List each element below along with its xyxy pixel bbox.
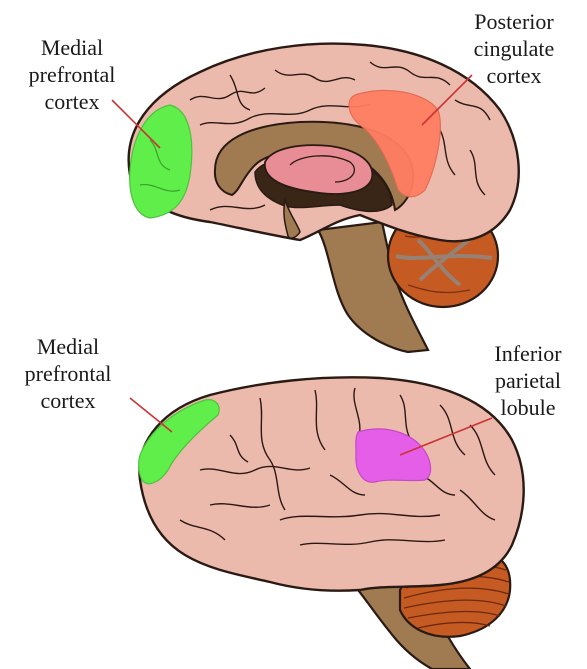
bottom-mpfc-label-line2: prefrontal: [8, 360, 128, 387]
lateral-brain-view: [130, 377, 524, 669]
medial-brain-view: [112, 44, 519, 352]
bottom-mpfc-label: Medial prefrontal cortex: [8, 333, 128, 414]
bottom-ipl-label-line1: Inferior: [478, 340, 578, 367]
top-mpfc-label-line1: Medial: [12, 34, 132, 61]
top-mpfc-label: Medial prefrontal cortex: [12, 34, 132, 115]
top-pcc-label-line2: cingulate: [454, 35, 574, 62]
top-mpfc-label-line3: cortex: [12, 88, 132, 115]
top-pcc-label: Posterior cingulate cortex: [454, 8, 574, 89]
bottom-mpfc-label-line3: cortex: [8, 387, 128, 414]
bottom-mpfc-label-line1: Medial: [8, 333, 128, 360]
bottom-ipl-label: Inferior parietal lobule: [478, 340, 578, 421]
top-mpfc-label-line2: prefrontal: [12, 61, 132, 88]
bottom-ipl-label-line3: lobule: [478, 394, 578, 421]
top-pcc-label-line3: cortex: [454, 62, 574, 89]
top-pcc-label-line1: Posterior: [454, 8, 574, 35]
bottom-mpfc-pointer: [130, 398, 172, 432]
bottom-ipl-label-line2: parietal: [478, 367, 578, 394]
